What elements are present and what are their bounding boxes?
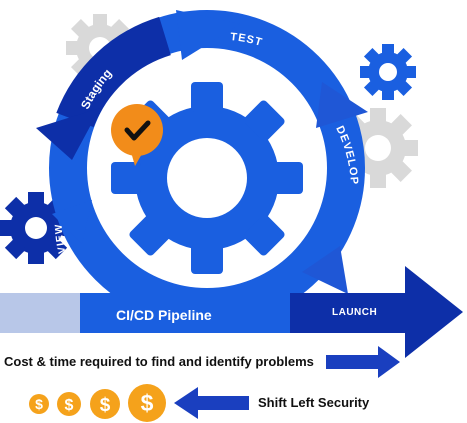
dollar-coin-icon: $ (128, 384, 166, 422)
dollar-symbol: $ (35, 396, 43, 412)
dollar-coin-icon: $ (57, 392, 81, 416)
pipeline-bar: CI/CD Pipeline LAUNCH (0, 266, 463, 358)
checkmark-badge (111, 104, 163, 166)
checkmark-icon (124, 120, 151, 141)
shift-left-label: Shift Left Security (258, 395, 370, 410)
dollar-symbol: $ (141, 390, 154, 416)
gear-icon (360, 44, 416, 100)
launch-label: LAUNCH (332, 307, 377, 318)
cost-statement: Cost & time required to find and identif… (4, 354, 314, 369)
dollar-symbol: $ (65, 397, 74, 414)
gear-icon (111, 82, 303, 274)
dollar-coin-icon: $ (90, 389, 120, 419)
pipeline-label: CI/CD Pipeline (116, 307, 212, 323)
left-arrow-icon (174, 387, 249, 419)
dollar-symbol: $ (100, 395, 111, 416)
right-arrow-icon (326, 346, 400, 378)
dollar-coin-icon: $ (29, 394, 49, 414)
gear-icon (0, 192, 72, 264)
